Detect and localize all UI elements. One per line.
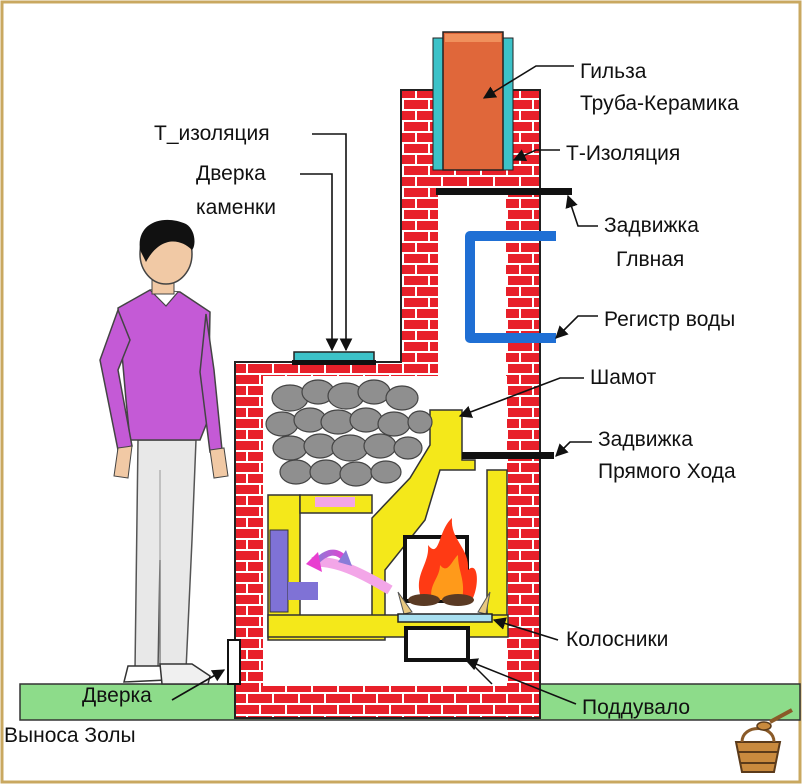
fire-flames [418,518,477,600]
label-zadvizhka-glav-1: Задвижка [604,214,699,237]
labels: Гильза Труба-Керамика Т-Изоляция Задвижк… [4,60,739,747]
label-podduvalo: Поддувало [582,696,690,719]
label-zadvizhka-pr-1: Задвижка [598,428,693,451]
direct-damper [462,452,554,459]
label-registr: Регистр воды [604,308,735,331]
person-figure [99,219,229,685]
firewood [408,594,440,606]
leader-lines [171,65,598,705]
label-dverka-kam-2: каменки [196,196,276,219]
label-t-izol-left: Т_изоляция [154,122,270,145]
sauna-stones [265,379,433,487]
label-dverka-zol-2: Выноса Золы [4,724,136,747]
ash-pit-door [404,626,470,662]
bucket-ladle-icon [734,708,793,773]
grate [397,613,493,623]
label-zadvizhka-glav-2: Глвная [616,248,684,271]
ceramic-pipe [442,31,504,171]
label-truba: Труба-Керамика [580,92,739,115]
label-zadvizhka-pr-2: Прямого Хода [598,460,736,483]
label-dverka-zol-1: Дверка [82,684,152,707]
channel-gap [315,497,355,507]
label-gilza: Гильза [580,60,647,83]
side-plate [269,529,289,613]
label-t-izol-top: Т-Изоляция [566,142,680,165]
label-kolosniki: Колосники [566,628,668,651]
pipe-insulation [432,37,444,171]
water-register [465,231,556,343]
ash-removal-door [227,639,241,685]
stove [227,31,572,719]
label-shamot: Шамот [590,366,657,389]
label-dverka-kam-1: Дверка [196,162,266,185]
main-damper [436,188,572,195]
